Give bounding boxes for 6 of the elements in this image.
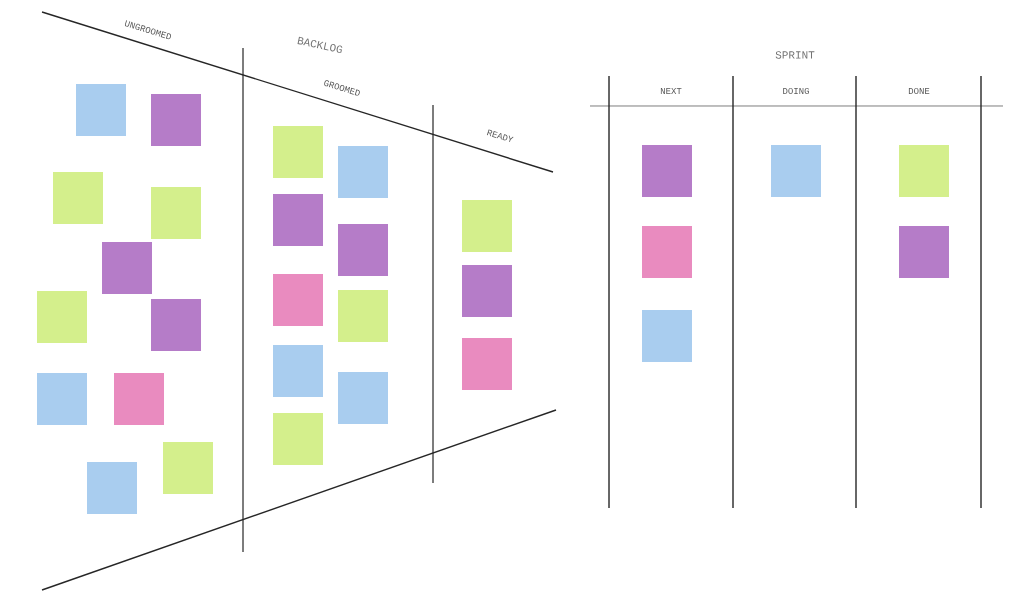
column-label: SPRINT bbox=[775, 51, 815, 59]
column-label: READY bbox=[486, 129, 514, 143]
column-label: DONE bbox=[908, 87, 930, 95]
column-label: BACKLOG bbox=[297, 36, 343, 53]
column-label: NEXT bbox=[660, 88, 682, 94]
column-label: DOING bbox=[783, 87, 809, 95]
